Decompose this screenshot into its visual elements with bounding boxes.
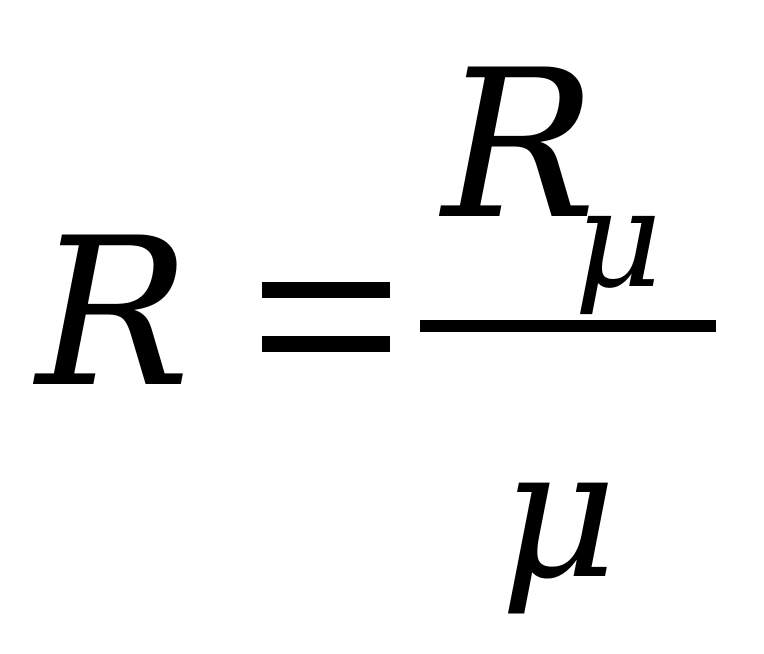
equals-sign-bottom-bar [262, 336, 390, 352]
numerator-subscript: μ [574, 161, 662, 318]
denominator-variable: μ [500, 410, 617, 619]
equals-sign-top-bar [262, 282, 390, 298]
fraction-bar [420, 320, 716, 332]
lhs-variable: R [36, 195, 191, 433]
numerator-variable: R [442, 27, 597, 265]
